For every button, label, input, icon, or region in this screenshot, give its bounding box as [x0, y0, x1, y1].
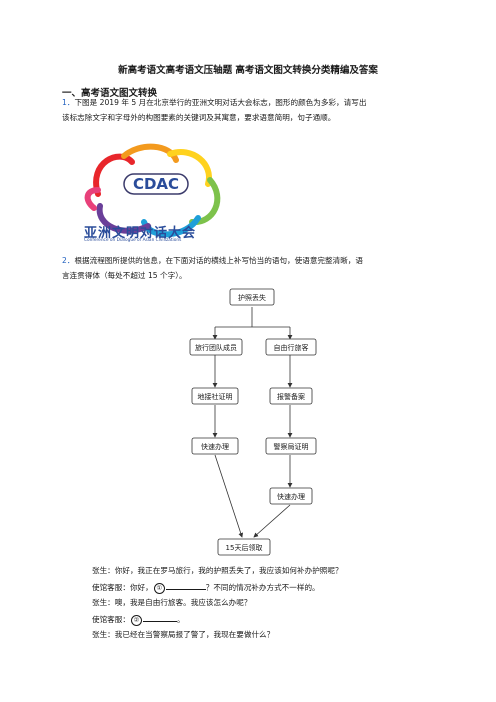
logo-name-english: Conference on Dialogue of Asian Civiliza…	[84, 238, 182, 243]
dialog-line-5: 张生：我已经在当警察局报了警了，我现在要做什么？	[92, 630, 275, 639]
question-2-line-1: 根据流程图所提供的信息，在下面对话的横线上补写恰当的语句，使语意完整清晰，语	[74, 256, 363, 265]
flow-left-2: 地接社证明	[198, 392, 233, 401]
flow-right-4: 快速办理	[277, 492, 305, 501]
question-2-number: 2．	[62, 256, 75, 265]
section-heading: 一、高考语文图文转换	[62, 88, 158, 99]
logo-petal-green	[189, 177, 221, 226]
page-title: 新高考语文高考语文压轴题 高考语文图文转换分类精编及答案	[118, 65, 378, 76]
blank-marker-2: ②	[130, 614, 142, 626]
dialog-line-3: 张生：噢，我是自由行旅客。我应该怎么办呢？	[92, 598, 252, 607]
flow-left-box-1	[189, 338, 243, 356]
question-1: 1．下图是 2019 年 5 月在北京举行的亚洲文明对话大会标志，图形的颜色为多…	[62, 95, 434, 125]
dialog-line-2-start: 使馆客服：你好，	[92, 583, 153, 592]
answer-blank-1[interactable]	[165, 581, 206, 590]
logo-name-chinese: 亚洲文明对话大会	[84, 226, 197, 241]
logo-petal-pink	[84, 187, 101, 211]
question-2: 2．根据流程图所提供的信息，在下面对话的横线上补写恰当的语句，使语意完整清晰，语…	[62, 253, 434, 283]
flow-right-box-2	[269, 387, 313, 405]
flow-end-box	[217, 538, 271, 556]
logo-petal-purple	[96, 203, 151, 234]
flow-right-box-4	[269, 487, 313, 505]
flow-right-box-3	[265, 437, 317, 455]
logo-petal-red	[93, 153, 135, 197]
dialog-line-4: 使馆客服：② 。	[92, 613, 185, 626]
flow-right-2: 报警备案	[277, 392, 305, 401]
dialog-line-4-start: 使馆客服：	[92, 615, 130, 624]
blank-marker-1: ①	[153, 582, 165, 594]
flow-right-box-1	[265, 338, 317, 356]
flowchart: 护照丢失 旅行团队成员 自由行旅客 地接社证明 报警备案 快速办理 警察局证明 …	[189, 288, 317, 556]
dialog-line-1: 张生：你好，我正在罗马旅行，我的护照丢失了，我应该如何补办护照呢？	[92, 566, 343, 575]
dialog-line-2-end: ？不同的情况补办方式不一样的。	[205, 583, 320, 592]
flow-start-box	[229, 288, 275, 306]
question-1-line-1: 下图是 2019 年 5 月在北京举行的亚洲文明对话大会标志，图形的颜色为多彩，…	[74, 98, 367, 107]
flow-end: 15天后领取	[226, 543, 263, 552]
question-1-line-2: 该标志除文字和字母外的构图要素的关键词及其寓意，要求语意简明，句子通顺。	[62, 113, 336, 122]
dialog-line-4-end: 。	[176, 615, 185, 624]
dialog-line-2: 使馆客服：你好，① ？不同的情况补办方式不一样的。	[92, 581, 320, 594]
flow-left-1: 旅行团队成员	[195, 343, 237, 352]
logo-acronym: CDAC	[133, 175, 179, 193]
flow-left-box-3	[191, 437, 239, 455]
question-2-line-2: 言连贯得体（每处不超过 15 个字）。	[62, 271, 187, 280]
flow-right-3: 警察局证明	[274, 442, 309, 451]
flow-left-3: 快速办理	[201, 442, 229, 451]
flow-start: 护照丢失	[238, 293, 266, 302]
question-1-number: 1．	[62, 98, 75, 107]
answer-blank-2[interactable]	[142, 613, 177, 622]
flow-left-box-2	[191, 387, 239, 405]
cdac-logo: CDAC	[84, 143, 221, 238]
flow-right-1: 自由行旅客	[274, 343, 309, 352]
